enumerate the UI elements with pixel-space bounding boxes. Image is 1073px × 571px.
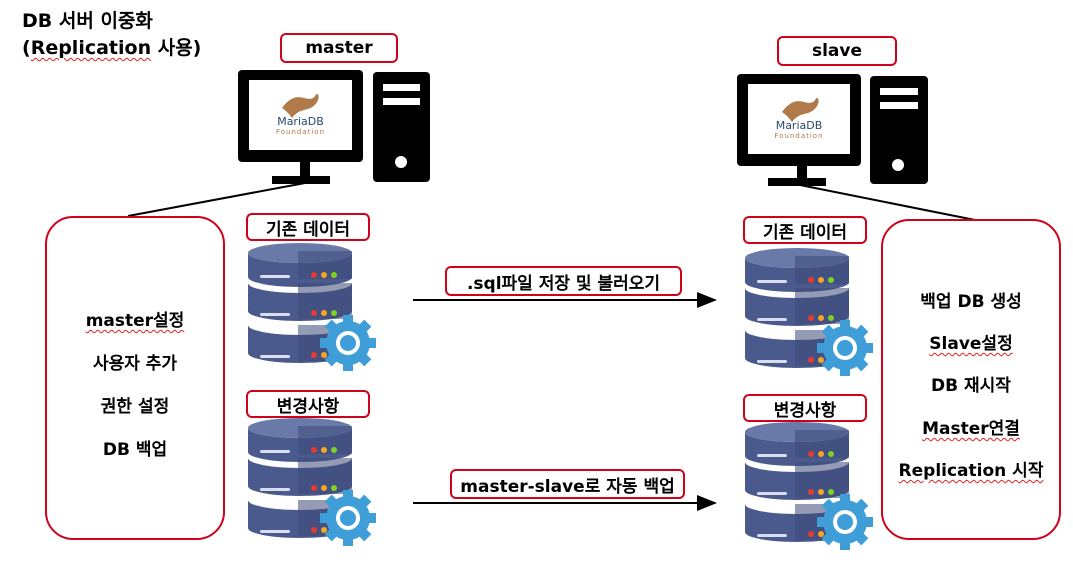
master-to-left-panel-line [127,182,306,217]
left-panel-item: 권한 설정 [100,397,170,417]
master-screen-subtitle: Foundation [275,128,326,136]
left-panel-item: 사용자 추가 [92,354,178,374]
master-changes-label: 변경사항 [246,390,370,418]
slave-steps-panel: 백업 DB 생성 Slave설정 DB 재시작 Master연결 Replica… [881,219,1061,540]
slave-screen-subtitle: Foundation [774,132,824,140]
right-panel-item: Master연결 [922,419,1020,439]
right-panel-item: 백업 DB 생성 [920,292,1022,312]
master-screen-brand: MariaDB [277,115,324,128]
left-panel-item: master설정 [85,311,185,331]
master-label: master [280,33,398,63]
auto-backup-label: master-slave로 자동 백업 [450,469,685,499]
master-existing-data-label: 기존 데이터 [246,213,370,241]
sql-transfer-label: .sql파일 저장 및 불러오기 [445,266,682,296]
right-panel-item: Replication 시작 [898,461,1044,481]
right-panel-item: DB 재시작 [931,376,1011,396]
diagram-title: DB 서버 이중화 (Replication 사용) [22,8,201,62]
slave-to-right-panel-line [799,184,976,221]
slave-changes-db-icon [745,422,873,550]
master-steps-panel: master설정 사용자 추가 권한 설정 DB 백업 [45,216,225,540]
master-existing-db-icon [248,243,376,371]
slave-label: slave [777,36,897,66]
right-panel-item: Slave설정 [929,334,1013,354]
title-line-1: DB 서버 이중화 [22,10,153,32]
master-changes-db-icon [248,418,376,546]
left-panel-item: DB 백업 [102,440,168,460]
slave-existing-data-label: 기존 데이터 [743,216,867,244]
slave-changes-label: 변경사항 [743,394,867,422]
slave-existing-db-icon [745,248,873,376]
title-line-2: (Replication 사용) [22,37,202,59]
slave-screen-brand: MariaDB [775,119,823,132]
